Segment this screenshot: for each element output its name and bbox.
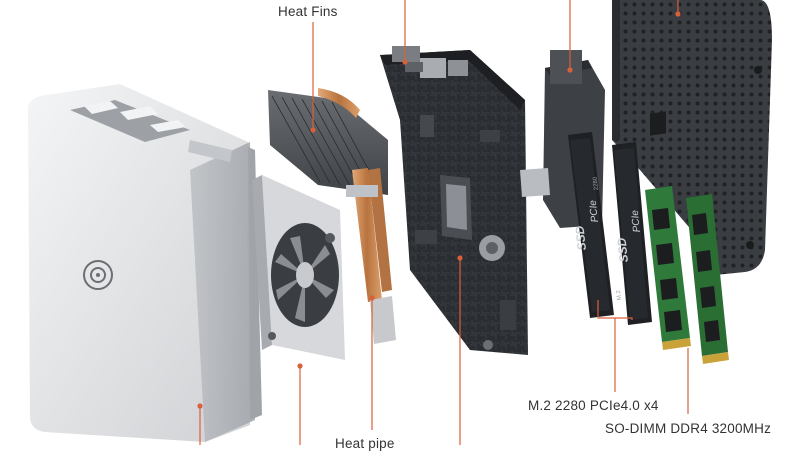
ssd-module-2: SSD PCIe M.2 (612, 142, 652, 325)
cooling-fan (252, 175, 345, 360)
ssd-m2-label: M.2 (616, 289, 623, 300)
ram-module-2 (686, 194, 729, 364)
ssd-module-1: SSD PCIe 2280 (568, 132, 614, 318)
ssd-pcie-label: PCIe (630, 209, 643, 233)
label-m2-slot: M.2 2280 PCIe4.0 x4 (528, 398, 659, 413)
bottom-plate (612, 0, 772, 275)
cpu-chip (440, 175, 472, 240)
ssd-pcie-label: PCIe (588, 199, 601, 223)
label-heat-pipe: Heat pipe (335, 436, 395, 451)
motherboard (380, 46, 528, 355)
case-shell (27, 84, 262, 442)
callout-lines (197, 0, 689, 445)
brand-logo (83, 260, 113, 290)
ssd-label: SSD (614, 237, 631, 263)
ssd-form-label: 2280 (593, 176, 600, 191)
ram-module-1 (645, 111, 691, 350)
heat-sink (268, 88, 396, 344)
label-so-dimm: SO-DIMM DDR4 3200MHz (605, 421, 772, 436)
label-heat-fins: Heat Fins (278, 4, 338, 19)
ssd-label: SSD (572, 225, 589, 251)
